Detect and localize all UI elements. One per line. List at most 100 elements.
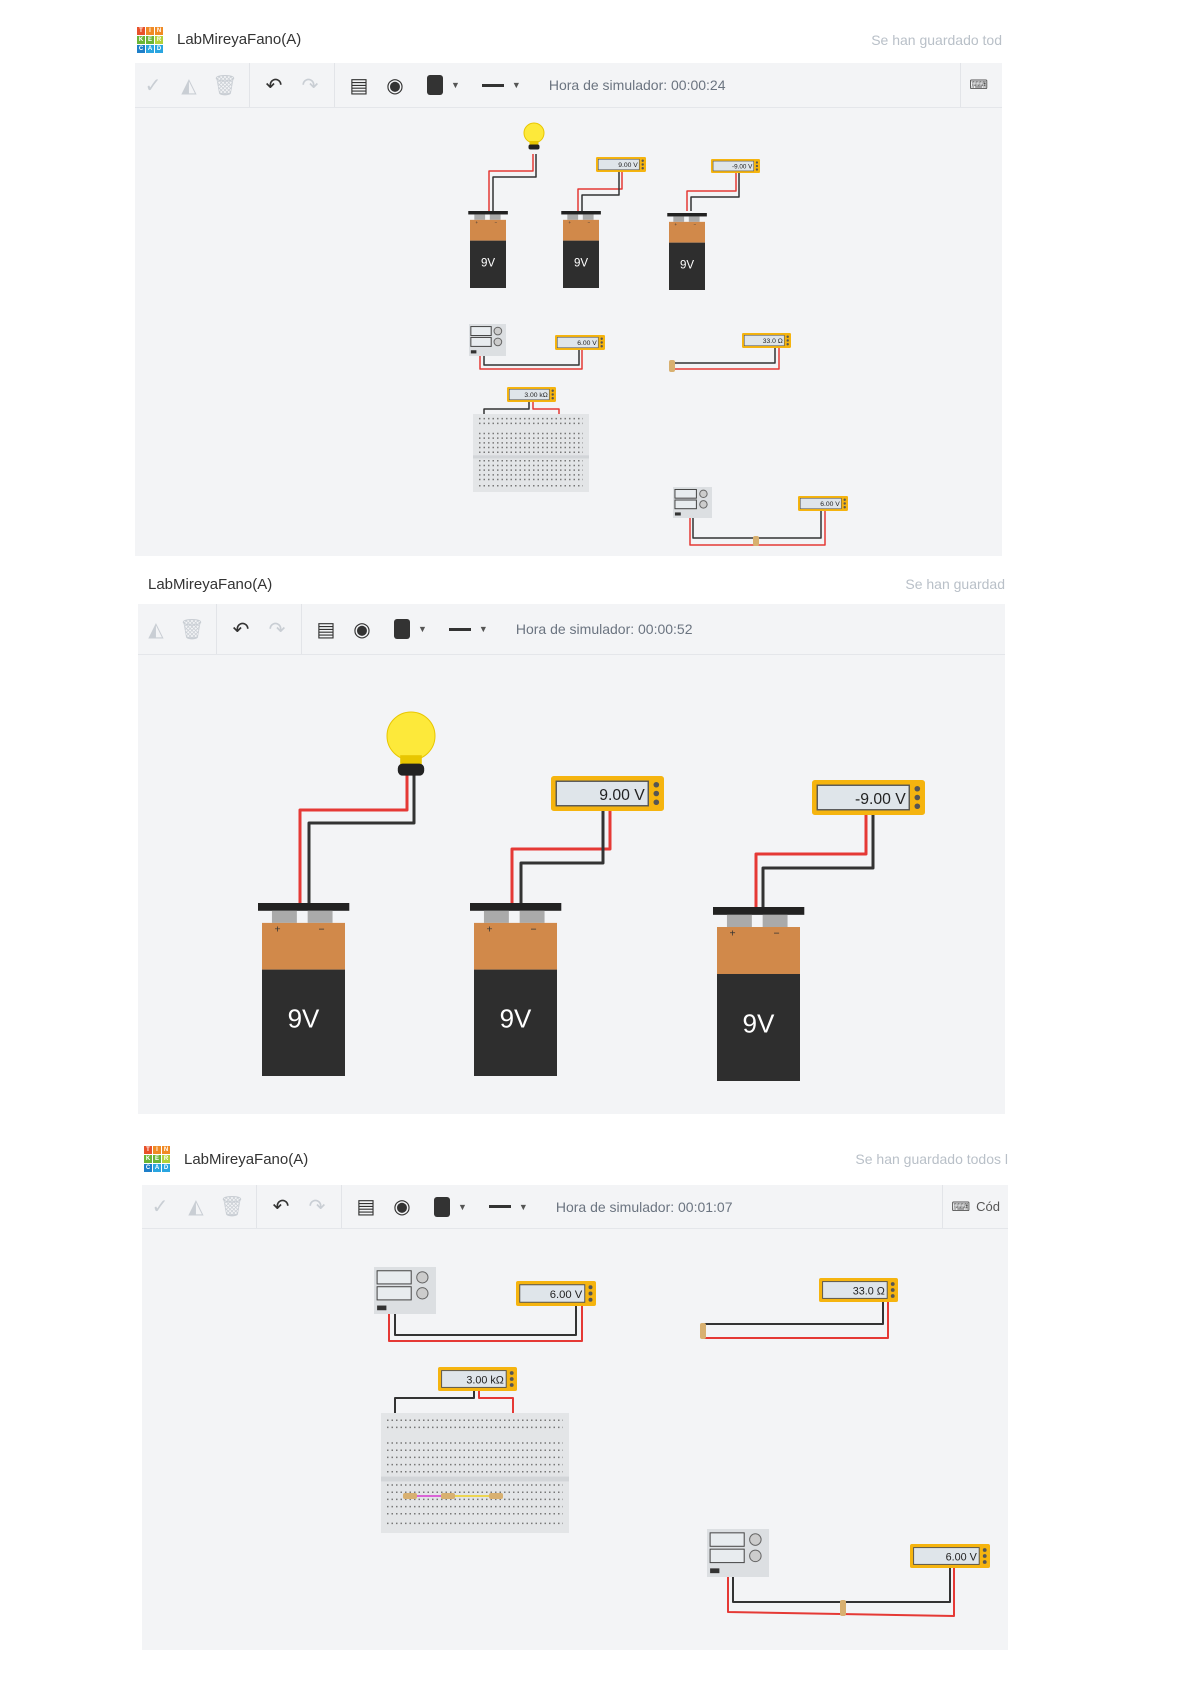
multimeter-display: [441, 1370, 507, 1388]
battery-label: 9V: [288, 1006, 320, 1034]
visibility-icon[interactable]: ◉: [353, 618, 371, 641]
mode-dial-icon: [600, 345, 603, 348]
red-wire: [703, 1302, 889, 1339]
code-button[interactable]: ⌨Cód: [942, 1185, 1008, 1228]
resistor: [669, 360, 675, 372]
black-wire: [703, 1302, 884, 1325]
mode-dial-icon: [653, 799, 660, 806]
redo-icon[interactable]: ↷: [308, 1196, 326, 1218]
chevron-down-icon[interactable]: ▼: [451, 80, 460, 90]
red-wire: [479, 350, 583, 370]
resistor: [700, 1323, 706, 1339]
plus-sign: +: [729, 929, 735, 940]
redo-icon[interactable]: ↷: [301, 74, 319, 97]
trash-icon[interactable]: 🗑: [212, 74, 238, 97]
line-style-icon[interactable]: [448, 627, 471, 631]
red-wire: [510, 811, 612, 903]
battery-9v: +−9V: [258, 903, 350, 1076]
code-icon: ⌨: [951, 1198, 971, 1214]
battery-body: [470, 240, 506, 288]
breadboard-body: [473, 414, 589, 492]
black-wire: [394, 1306, 577, 1336]
line-style-icon[interactable]: [488, 1205, 511, 1208]
multimeter: 9.00 V: [596, 157, 646, 172]
battery-clip: [561, 211, 601, 215]
project-title[interactable]: LabMireyaFano(A): [177, 31, 302, 48]
mode-dial-icon: [641, 163, 644, 166]
breadboard-gap: [473, 455, 589, 459]
mode-dial-icon: [641, 167, 644, 170]
line-style-icon[interactable]: [481, 83, 504, 87]
terminal-positive: [483, 910, 509, 923]
chevron-down-icon[interactable]: ▼: [418, 624, 427, 634]
mode-dial-icon: [755, 168, 759, 171]
light-bulb: [523, 122, 545, 144]
multimeter-display: [816, 784, 910, 811]
project-title[interactable]: LabMireyaFano(A): [148, 575, 273, 593]
undo-icon[interactable]: ↶: [265, 74, 283, 97]
power-supply: [673, 487, 712, 518]
note-icon[interactable]: ▤: [356, 1196, 376, 1218]
bulb-neck: [400, 755, 422, 765]
simulator-time: Hora de simulador: 00:01:07: [555, 1198, 733, 1215]
logo-letter: N: [155, 26, 163, 35]
battery-body: [717, 973, 800, 1081]
logo-letter: D: [162, 1164, 170, 1172]
chevron-down-icon[interactable]: ▼: [458, 1201, 467, 1212]
mirror-icon[interactable]: ◭: [148, 618, 164, 641]
visibility-icon[interactable]: ◉: [386, 74, 404, 97]
note-icon[interactable]: ▤: [349, 74, 369, 97]
note-icon[interactable]: ▤: [316, 618, 336, 641]
black-wire: [581, 172, 620, 211]
multimeter: 9.00 V: [551, 776, 664, 811]
undo-icon[interactable]: ↶: [232, 618, 250, 641]
terminal-negative: [688, 216, 700, 222]
mirror-icon[interactable]: ◭: [181, 74, 197, 97]
panel-2: LabMireyaFano(A) Se han guardad ◭🗑↶↷▤◉▼▼…: [138, 564, 1005, 1114]
battery-top: [563, 219, 599, 241]
mode-dial-icon: [755, 161, 759, 164]
chevron-down-icon[interactable]: ▼: [478, 624, 488, 634]
multimeter-readout: 9.00 V: [599, 787, 645, 804]
breadboard-body: [381, 1413, 569, 1533]
mode-dial-icon: [890, 1282, 895, 1286]
power-supply-display: [376, 1286, 412, 1301]
multimeter-readout: 9.00 V: [618, 162, 638, 169]
circuit-canvas[interactable]: +−9V+−9V+−9V9.00 V-9.00 V: [138, 654, 1005, 1114]
code-button[interactable]: ⌨: [960, 63, 1002, 107]
mode-dial-icon: [843, 498, 846, 501]
chevron-down-icon[interactable]: ▼: [518, 1201, 528, 1212]
mode-dial-icon: [551, 393, 554, 396]
multimeter-readout: 6.00 V: [946, 1551, 978, 1563]
checkmark-icon[interactable]: ✓: [151, 1196, 169, 1218]
mirror-icon[interactable]: ◭: [188, 1196, 204, 1218]
visibility-icon[interactable]: ◉: [393, 1196, 411, 1218]
redo-icon[interactable]: ↷: [268, 618, 286, 641]
breadboard-gap: [381, 1476, 569, 1482]
color-swatch-icon[interactable]: [434, 1196, 450, 1217]
resistor: [403, 1493, 417, 1499]
trash-icon[interactable]: 🗑: [219, 1196, 245, 1218]
power-supply-display: [709, 1532, 745, 1547]
power-supply-display: [709, 1548, 745, 1564]
undo-icon[interactable]: ↶: [272, 1196, 290, 1218]
divider: [249, 63, 250, 107]
battery-label: 9V: [574, 257, 588, 269]
multimeter-display: [556, 336, 599, 349]
logo-letter: I: [146, 26, 154, 35]
mode-dial-icon: [653, 781, 660, 788]
power-supply: [374, 1267, 436, 1314]
trash-icon[interactable]: 🗑: [179, 618, 205, 641]
chevron-down-icon[interactable]: ▼: [511, 80, 521, 90]
project-title[interactable]: LabMireyaFano(A): [184, 1150, 309, 1168]
resistor: [753, 536, 759, 546]
mode-dial-icon: [653, 790, 660, 797]
color-swatch-icon[interactable]: [394, 619, 410, 639]
save-status: Se han guardado todos l: [855, 1151, 1008, 1167]
color-swatch-icon[interactable]: [427, 75, 443, 95]
checkmark-icon[interactable]: ✓: [144, 74, 162, 97]
